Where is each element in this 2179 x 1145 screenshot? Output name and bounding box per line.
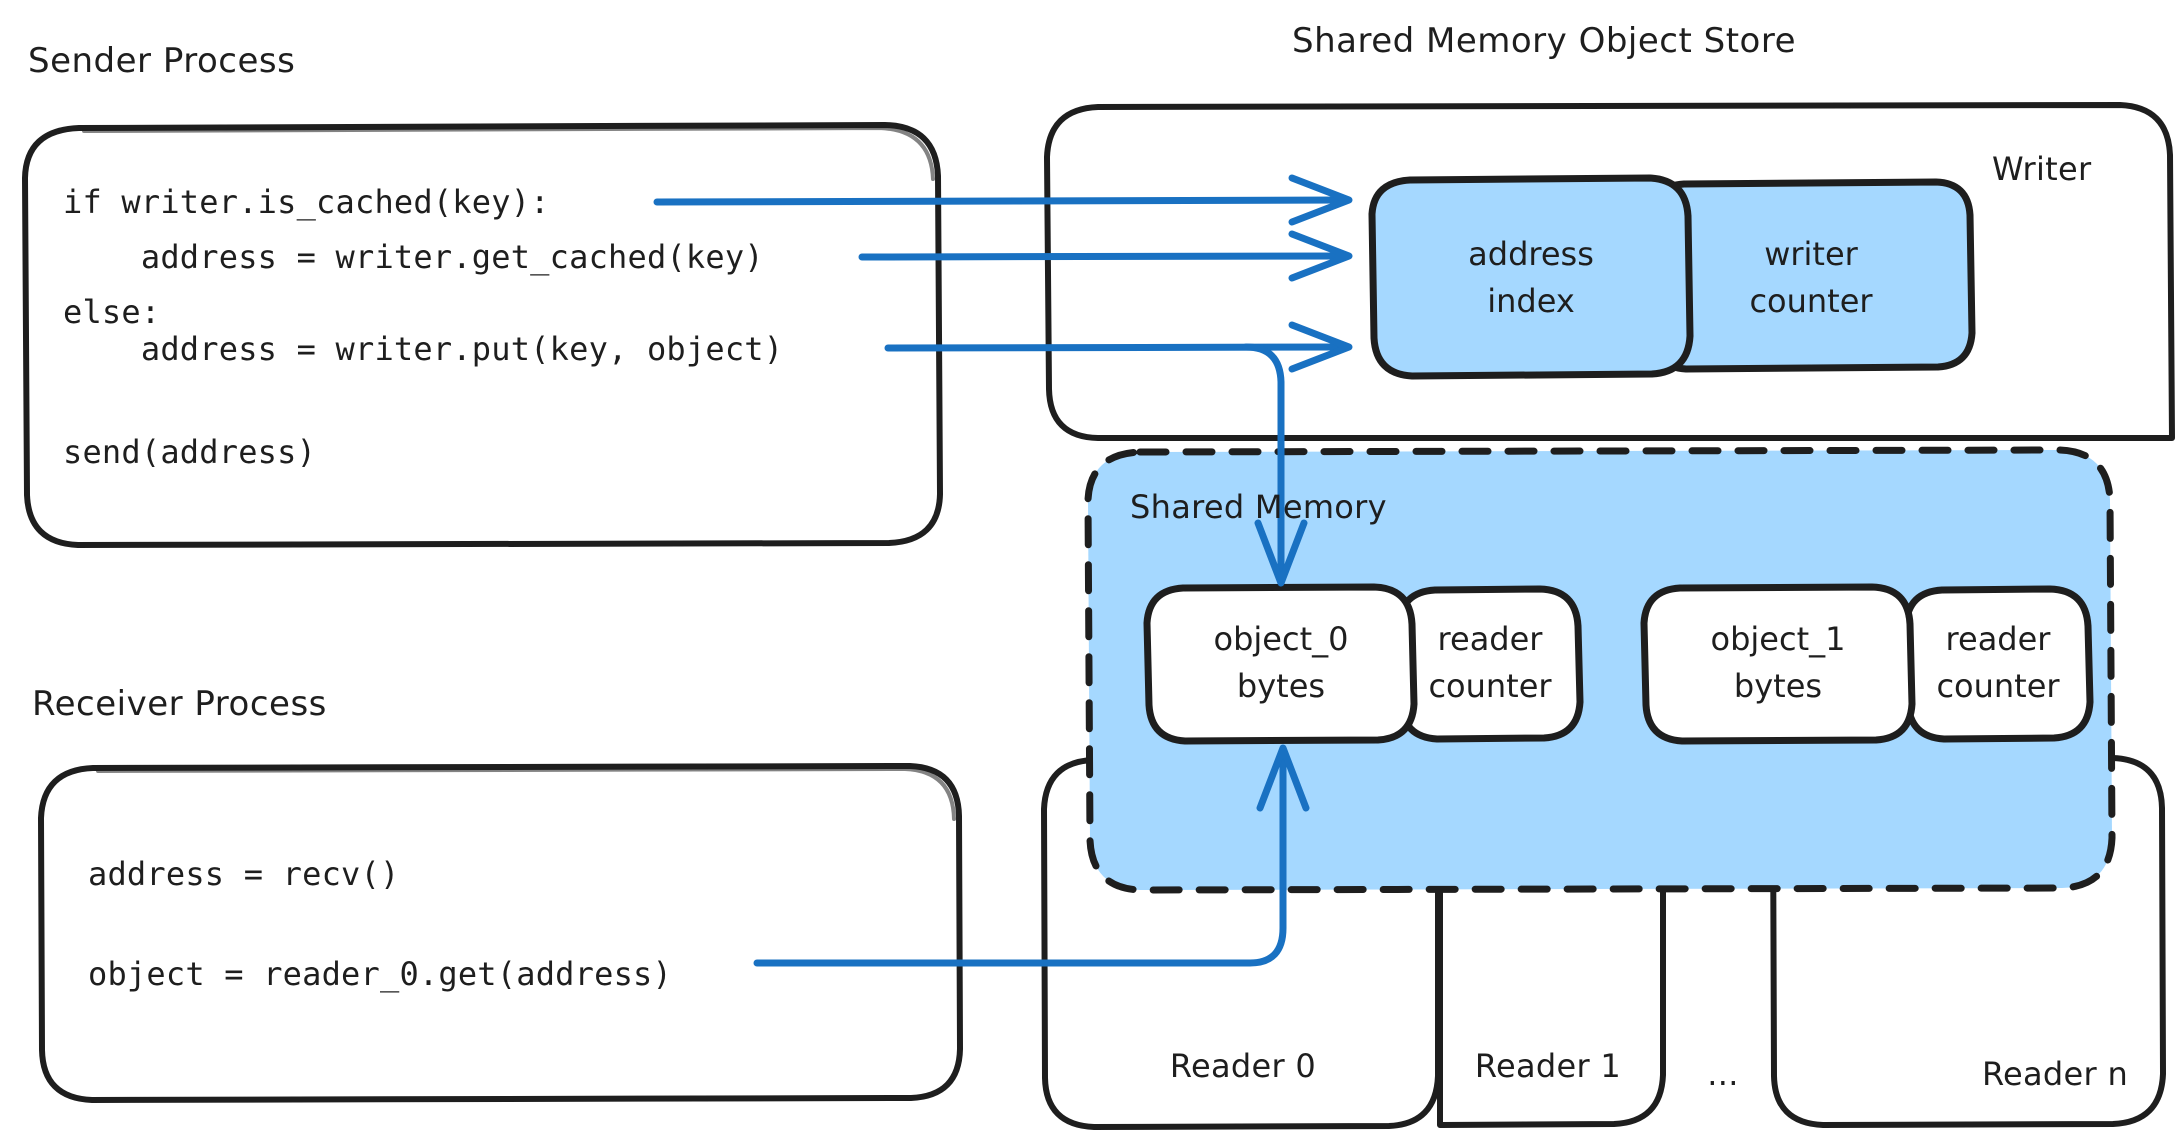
slot-0-counter-line1: reader [1438,620,1544,658]
slot-1-object-line1: object_1 [1711,620,1846,658]
shared-memory-region [1084,446,2116,894]
writer-label: Writer [1992,150,2092,188]
sender-code-line-0: if writer.is_cached(key): [63,183,550,221]
slot-0-object-cell: object_0 bytes [1143,583,1418,745]
reader-1-label: Reader 1 [1475,1047,1621,1085]
slot-0-object-line1: object_0 [1214,620,1349,658]
receiver-process-box [38,763,963,1103]
receiver-code-line-2: object = reader_0.get(address) [88,955,672,993]
receiver-code-block: address = recv() object = reader_0.get(a… [88,855,672,993]
slot-1-object-cell: object_1 bytes [1640,583,1916,745]
reader-1-box [1437,757,1666,1128]
writer-counter-line1: writer [1764,235,1858,273]
address-index-line1: address [1468,235,1594,273]
sender-code-line-1: address = writer.get_cached(key) [63,238,764,276]
sender-code-line-5: send(address) [63,433,316,471]
sender-code-line-2: else: [63,293,160,331]
readers-ellipsis-label: ... [1707,1055,1738,1093]
writer-container-box [1044,102,2175,441]
arrow-reader-get-to-object-0 [753,744,1310,967]
reader-0-box [1041,757,1441,1130]
sender-code-line-3: address = writer.put(key, object) [63,330,783,368]
writer-counter-line2: counter [1749,282,1873,320]
arrow-put-to-object-0 [1242,343,1308,587]
slot-1-counter-line2: counter [1936,667,2060,705]
slot-0-counter-line2: counter [1428,667,1552,705]
receiver-process-title: Receiver Process [32,684,327,724]
reader-0-label: Reader 0 [1170,1047,1316,1085]
slot-0-object-line2: bytes [1237,667,1325,705]
reader-n-label: Reader n [1982,1055,2128,1093]
slot-1-counter-line1: reader [1946,620,2052,658]
shared-memory-label: Shared Memory [1130,488,1387,526]
address-index-cell: address index [1368,174,1694,380]
sender-process-title: Sender Process [28,41,295,81]
store-title: Shared Memory Object Store [1292,21,1796,61]
sender-process-box [22,122,943,548]
arrow-put-to-address-index [884,321,1353,373]
address-index-line2: index [1487,282,1575,320]
receiver-code-line-0: address = recv() [88,855,399,893]
arrow-get-cached-to-address-index [858,230,1353,282]
arrow-is-cached-to-address-index [653,174,1353,226]
sender-code-block: if writer.is_cached(key): address = writ… [63,183,783,471]
slot-1-object-line2: bytes [1734,667,1822,705]
